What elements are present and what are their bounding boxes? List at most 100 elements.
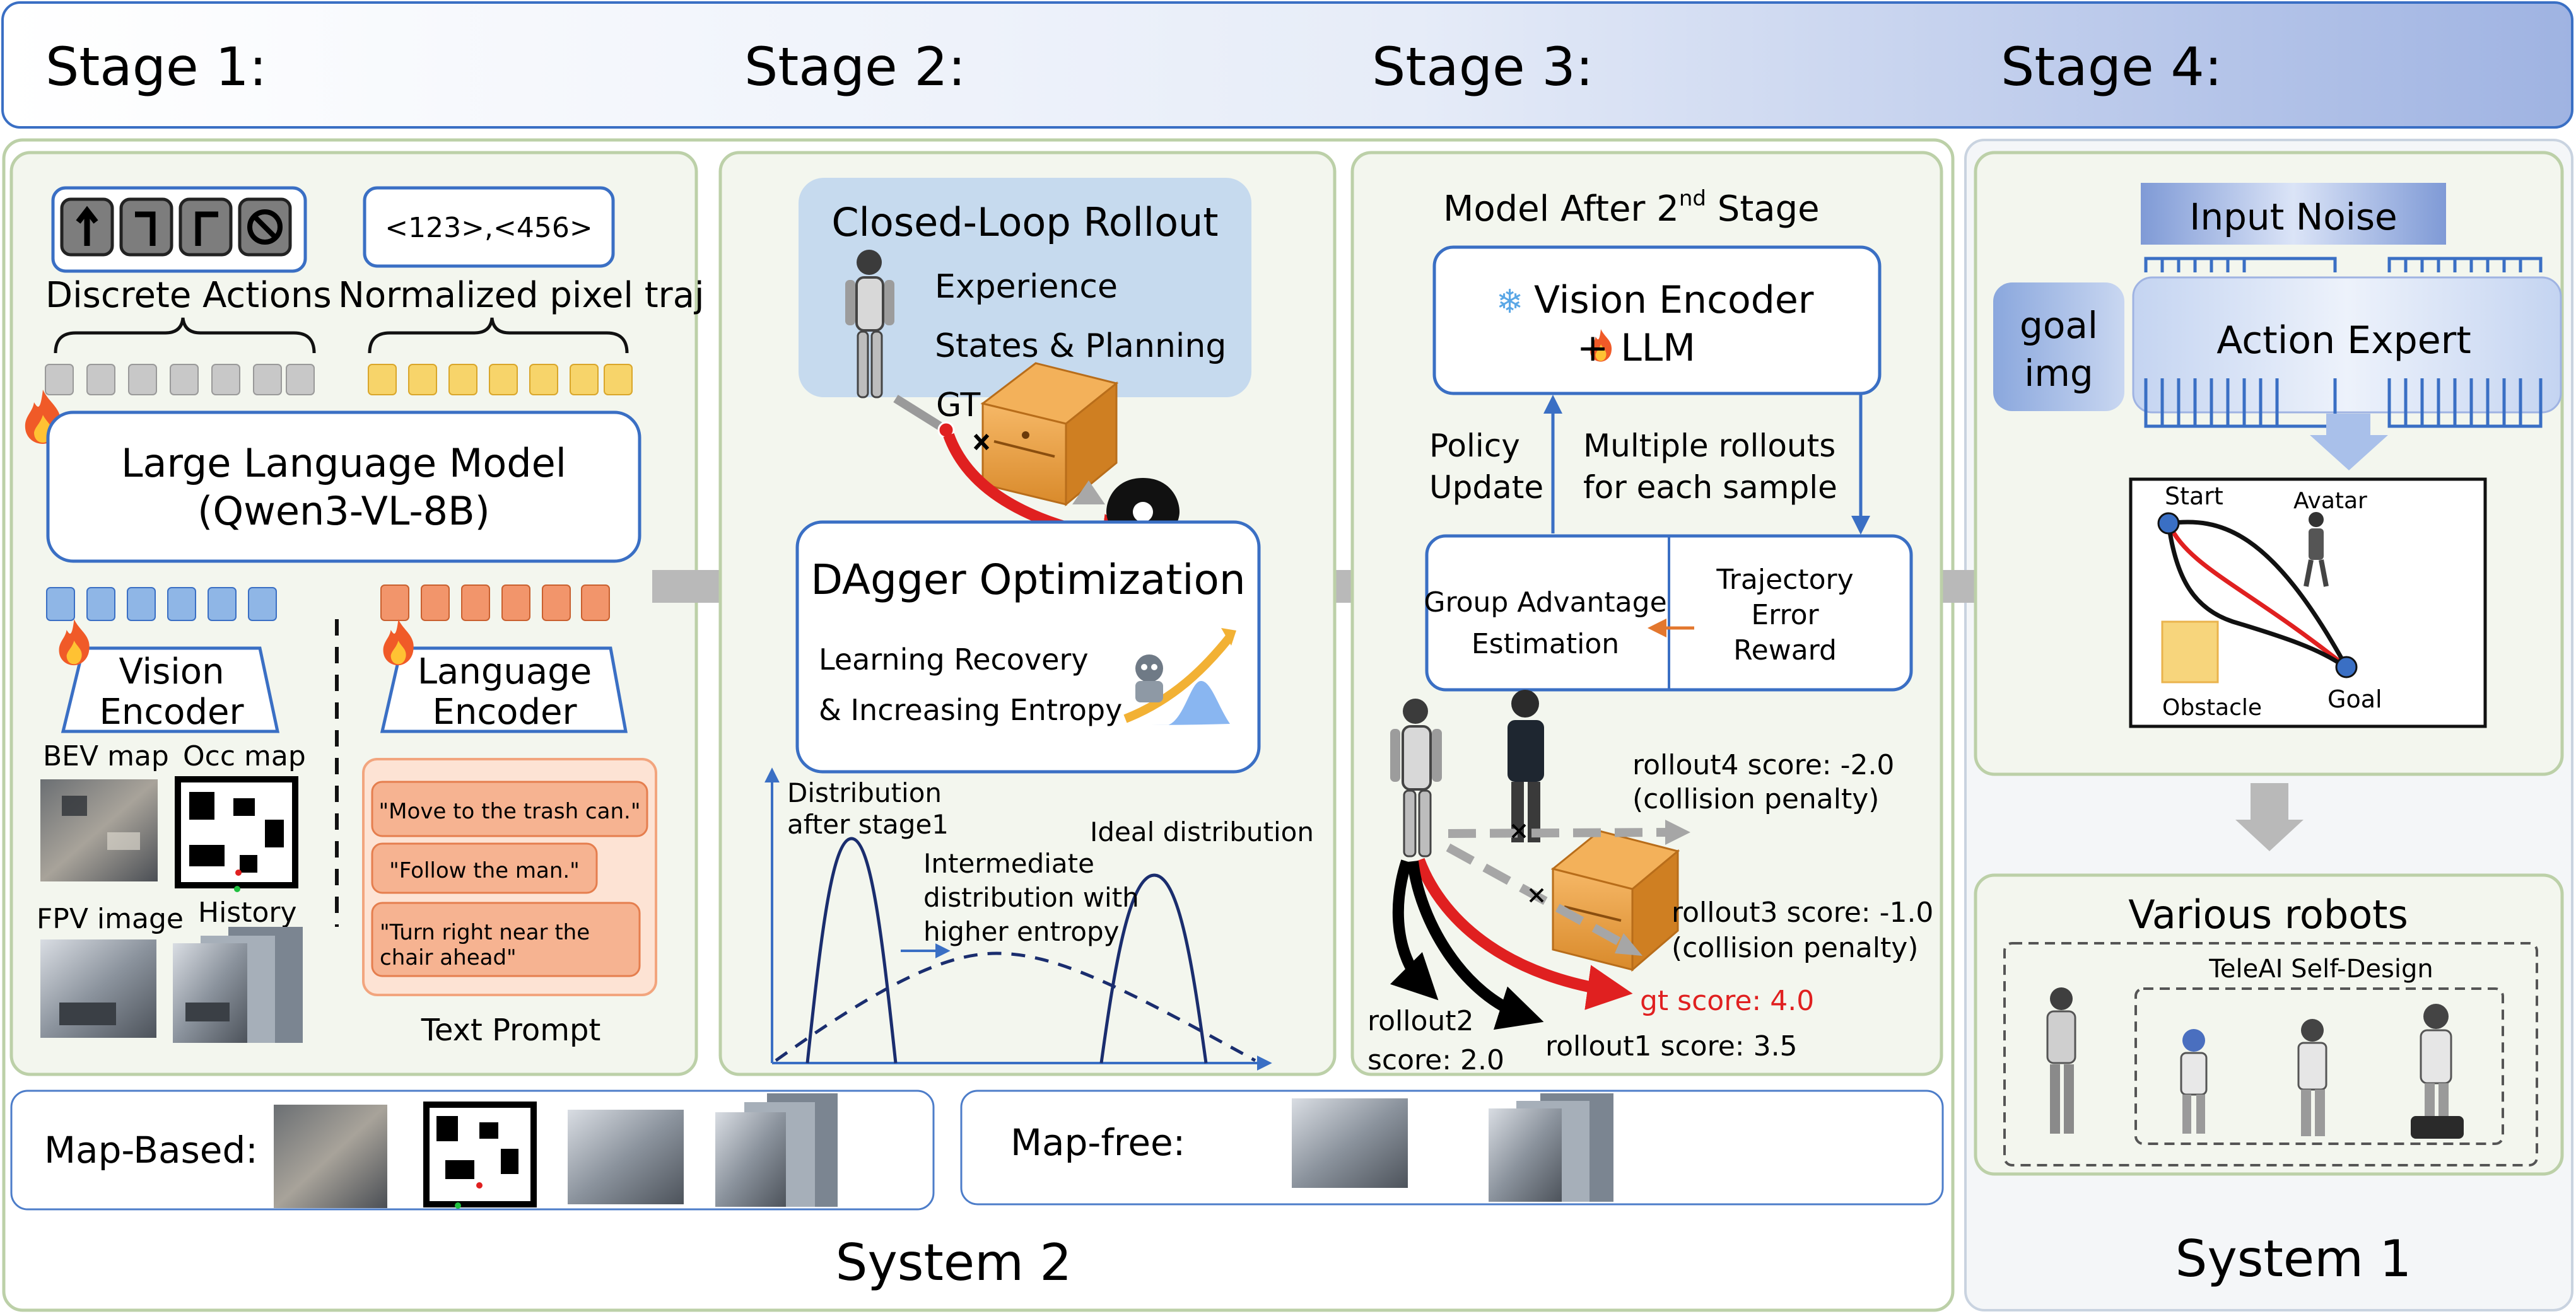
map-free-label: Map-free: [1010,1121,1185,1164]
learning-recovery-label: Learning Recovery [819,642,1089,677]
person-figure [1508,690,1544,842]
states-planning-label: States & Planning [935,327,1226,365]
pixel-token-row [368,364,633,395]
path-red [2166,522,2347,668]
policy-update-line2: Update [1429,469,1543,506]
fire-icon [59,619,90,666]
rollout4-trajectory [1448,828,1678,838]
rollout2-label: rollout2 [1367,1005,1474,1037]
prompt-box [371,842,598,894]
distribution-plot [764,767,1272,1071]
llm-box [46,410,641,563]
bev-map-label: BEV map [43,740,169,772]
cabinet-obstacle-icon [1550,830,1680,972]
goal-img-line2: img [2024,352,2093,395]
language-encoder-line2: Encoder [433,692,578,733]
gae-line2: Estimation [1472,628,1619,660]
humanoid-robot-icon [1390,699,1442,858]
dagger-title: DAgger Optimization [811,555,1246,604]
turn-left-action-icon [119,197,173,257]
input-noise-label: Input Noise [2189,195,2397,238]
closed-loop-rollout-box [799,178,1251,397]
vision-encoder-shape [61,646,280,733]
multiple-rollouts-line1: Multiple rollouts [1583,427,1835,464]
turn-right-action-icon [179,197,233,257]
bev-map-image [40,779,158,881]
fire-icon [1590,329,1612,362]
map-based-bev-thumb [274,1105,387,1208]
robot-model-4 [2411,1004,2464,1139]
experience-label: Experience [935,268,1118,306]
robots-dashed-frame [2003,942,2538,1166]
start-label: Start [2165,482,2223,510]
system2-label: System 2 [836,1233,1072,1292]
vision-token-row [46,587,277,621]
intermediate-line2: distribution with [923,882,1139,913]
stage3-label: Stage 3: [1372,36,1593,98]
obstacle-square [2161,620,2219,683]
stage4-to-robots-arrow [2235,783,2304,851]
brace-pixel [368,317,629,354]
fire-icon [383,619,414,666]
prompt-text: chair ahead" [380,945,517,970]
path-black-upper [2168,520,2349,668]
robot-model-2 [2180,1029,2208,1134]
various-robots-panel [1974,873,2564,1176]
occ-map-image [175,776,298,892]
prompt-box [371,902,641,977]
rollout2-score: score: 2.0 [1367,1044,1504,1076]
avatar-person-icon [2304,512,2329,587]
map-based-occ-thumb [423,1102,537,1209]
closed-loop-rollout-title: Closed-Loop Rollout [831,199,1218,245]
start-point [2157,512,2180,535]
noise-token-arrows [2144,257,2543,428]
path-black-lower [2166,523,2347,669]
ideal-distribution-label: Ideal distribution [1090,817,1314,847]
vision-encoder-line1: Vision [119,651,224,692]
occ-map-label: Occ map [183,740,306,772]
system1-label: System 1 [2175,1230,2412,1288]
rollout3-penalty: (collision penalty) [1671,932,1918,964]
language-encoder-line1: Language [418,651,592,692]
snowflake-icon: ❄ [1496,283,1524,321]
stage1-distribution-curve [805,837,898,1064]
stage3-title: Model After 2nd Stage [1443,186,1820,230]
obstacle-label: Obstacle [2162,695,2262,721]
pixel-traj-box [363,186,615,268]
language-encoder-shape [380,646,628,733]
robot-model-1 [2046,987,2076,1134]
small-gray-triangle [1072,480,1105,504]
pixel-traj-example: <123>,<456> [385,212,592,244]
collision-x-icon [1511,823,1526,839]
stage-header-bar [1,1,2573,129]
discrete-token-row [45,364,315,395]
goal-img-box [1993,282,2124,411]
map-based-label: Map-Based: [44,1129,258,1172]
action-expert-label: Action Expert [2216,318,2471,363]
teleai-dashed-frame [2134,987,2504,1145]
rollout4-score: rollout4 score: -2.0 [1632,749,1894,781]
history-label: History [198,897,297,929]
gray-trajectory [893,395,949,434]
prompt-text: "Follow the man." [389,858,580,883]
gt-trajectory [1414,858,1633,1010]
avatar-label: Avatar [2293,488,2367,514]
dist-after-stage1-line2: after stage1 [787,809,949,840]
llm-text: + LLM [1577,326,1695,370]
llm-title: Large Language Model [121,440,566,486]
language-token-row [380,584,610,621]
stage3-title-end: Stage [1706,189,1820,230]
rollout4-penalty: (collision penalty) [1632,783,1879,815]
map-free-history-thumb [1489,1093,1613,1202]
rollout1-trajectory [1407,861,1544,1030]
intermediate-line1: Intermediate [923,848,1094,879]
rollout1-score: rollout1 score: 3.5 [1545,1030,1798,1062]
vision-encoder-llm-box [1432,245,1882,395]
cabinet-obstacle-icon [980,362,1119,507]
llm-subtitle: (Qwen3-VL-8B) [197,488,490,534]
rollout3-score: rollout3 score: -1.0 [1671,897,1933,929]
stage3-title-sup: nd [1679,186,1706,211]
gae-line1: Group Advantage [1424,586,1666,619]
collision-x-icon [973,433,990,451]
